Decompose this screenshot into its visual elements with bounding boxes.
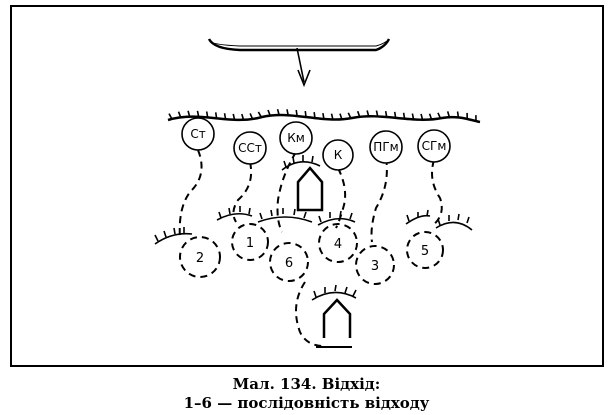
front-hatch-tick [304, 110, 307, 118]
unit-label: СГм [422, 139, 447, 153]
attack-arrow-head [297, 69, 311, 88]
front-hatch-tick [322, 112, 325, 120]
unit-label: ССт [238, 141, 262, 155]
front-hatch-tick [313, 112, 316, 119]
unit-sst: ССт [233, 131, 267, 165]
front-hatch-tick [420, 113, 424, 120]
sequence-number: 6 [285, 256, 293, 271]
front-hatch-tick [286, 109, 289, 116]
position-3 [355, 245, 395, 285]
front-hatch-tick [241, 113, 245, 121]
front-hatch-tick [384, 110, 388, 118]
front-hatch-tick [456, 111, 460, 118]
front-hatch-tick [187, 110, 191, 117]
front-hatch-tick [356, 110, 361, 118]
fortification-lower [322, 298, 352, 338]
unit-label: Км [287, 131, 305, 145]
front-hatch-tick [428, 113, 433, 120]
front-hatch-tick [375, 110, 379, 117]
route-to-rear [295, 281, 323, 347]
unit-label: ПГм [373, 140, 398, 154]
frame [10, 5, 604, 367]
front-hatch-tick [437, 112, 442, 119]
route-sst [232, 161, 253, 223]
front-hatch-tick [214, 112, 218, 119]
front-hatch-tick [411, 113, 415, 120]
front-line-hatching [168, 109, 477, 122]
position-2 [179, 236, 221, 278]
route-k [335, 167, 347, 229]
front-hatch-tick [339, 113, 343, 120]
bow-symbol [207, 38, 391, 52]
front-hatch-tick [366, 110, 370, 117]
unit-label: Ст [190, 127, 205, 141]
front-hatch-tick [205, 111, 209, 118]
front-hatch-tick [249, 113, 254, 120]
retreat-diagram: Ст ССт Км К ПГм СГм 1 2 3 4 5 6 [10, 5, 604, 367]
sequence-number: 5 [421, 244, 429, 259]
route-st [178, 149, 203, 239]
position-4 [318, 223, 358, 263]
fortification-upper [296, 166, 324, 212]
unit-label: К [334, 148, 343, 162]
position-hatching [154, 155, 473, 301]
position-1 [231, 223, 269, 261]
route-pgm [370, 157, 388, 243]
front-hatch-tick [196, 110, 200, 117]
front-hatch-tick [232, 113, 236, 120]
front-hatch-tick [223, 113, 227, 120]
sequence-number: 1 [246, 236, 254, 251]
unit-km: Км [279, 121, 313, 155]
sequence-number: 3 [371, 259, 379, 274]
front-hatch-tick [330, 113, 334, 120]
figure-caption-legend: 1–6 — послідовність відходу [183, 394, 430, 412]
figure-caption-title: Мал. 134. Відхід: [232, 375, 381, 393]
unit-st: Ст [181, 117, 215, 151]
front-hatch-tick [257, 111, 262, 118]
front-hatch-tick [402, 112, 406, 119]
front-hatch-tick [347, 112, 352, 119]
sequence-number: 2 [196, 251, 204, 266]
attack-arrow-shaft [296, 47, 305, 83]
front-hatch-tick [168, 113, 173, 120]
position-5 [406, 231, 444, 269]
front-hatch-tick [393, 111, 397, 118]
unit-sgm: СГм [417, 129, 451, 163]
position-6 [269, 242, 309, 282]
front-hatch-tick [446, 111, 451, 118]
sequence-number: 4 [334, 237, 342, 252]
unit-pgm: ПГм [369, 130, 403, 164]
unit-k: К [322, 139, 354, 171]
route-sgm [431, 159, 443, 227]
withdrawal-routes [178, 149, 444, 347]
front-hatch-tick [267, 109, 271, 116]
front-hatch-tick [295, 109, 298, 117]
front-hatch-tick [276, 109, 280, 116]
front-hatch-tick [177, 111, 182, 118]
